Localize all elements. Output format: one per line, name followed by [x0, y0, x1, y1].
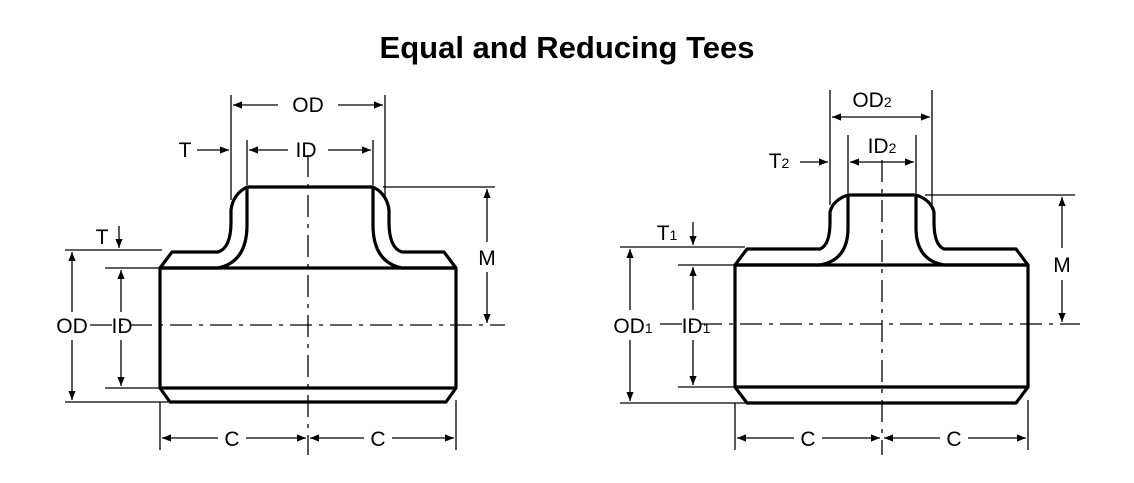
page-title: Equal and Reducing Tees: [379, 30, 755, 65]
equal-c-right-label: C: [370, 428, 385, 451]
reducing-id2-subscript: 2: [889, 140, 897, 156]
equal-m-label: M: [478, 247, 496, 270]
reducing-od1-label: OD1: [613, 315, 653, 338]
reducing-od2-subscript: 2: [884, 94, 892, 110]
reducing-t2-text: T: [769, 150, 782, 173]
reducing-t1-label: T1: [657, 222, 678, 245]
reducing-od2-label: OD2: [852, 89, 892, 112]
reducing-tee-extension-lines: [620, 90, 1075, 450]
reducing-od1-text: OD: [613, 315, 645, 338]
reducing-tee: OD2 ID2 T2 T1 OD1 ID1 M C C: [613, 89, 1080, 455]
equal-id-top-label: ID: [296, 139, 317, 162]
equal-tee-branch-bore: [160, 187, 456, 270]
equal-t-top-label: T: [179, 139, 192, 162]
reducing-t2-subscript: 2: [782, 155, 790, 171]
reducing-id1-label: ID1: [682, 315, 711, 338]
reducing-tee-branch-bore: [735, 195, 1028, 267]
equal-t-left-label: T: [96, 226, 109, 249]
equal-tee-extension-lines: [65, 95, 495, 450]
reducing-id2-text: ID: [868, 135, 889, 158]
equal-c-left-label: C: [224, 428, 239, 451]
reducing-c-left-label: C: [800, 428, 815, 451]
reducing-od2-text: OD: [852, 89, 884, 112]
equal-od-top-label: OD: [292, 94, 324, 117]
reducing-m-label: M: [1053, 254, 1071, 277]
reducing-od1-subscript: 1: [645, 320, 653, 336]
reducing-id1-subscript: 1: [703, 320, 711, 336]
reducing-t1-text: T: [657, 222, 670, 245]
reducing-c-right-label: C: [946, 428, 961, 451]
equal-tee: OD ID T T OD ID M C C: [56, 94, 505, 455]
reducing-id2-label: ID2: [868, 135, 897, 158]
equal-id-left-label: ID: [112, 315, 133, 338]
equal-od-left-label: OD: [56, 315, 88, 338]
reducing-t2-label: T2: [769, 150, 790, 173]
reducing-id1-text: ID: [682, 315, 703, 338]
reducing-t1-subscript: 1: [670, 227, 678, 243]
